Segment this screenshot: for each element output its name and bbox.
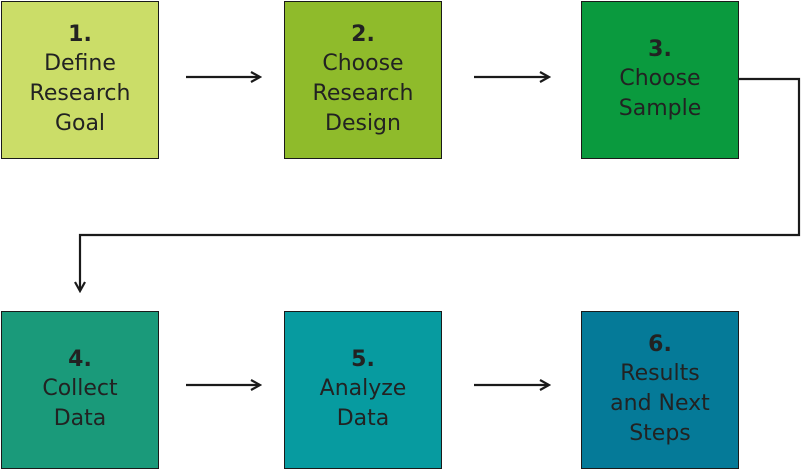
step-1-box: 1. Define Research Goal [1, 1, 159, 159]
step-number: 2. [351, 22, 375, 47]
step-4-box: 4. Collect Data [1, 311, 159, 469]
step-label: Define Research Goal [29, 51, 131, 136]
step-label: Choose Research Design [312, 51, 414, 136]
arrow-3-to-4 [80, 77, 801, 291]
step-number: 5. [351, 347, 375, 372]
step-number: 3. [648, 37, 672, 62]
step-6-box: 6. Results and Next Steps [581, 311, 739, 469]
step-number: 6. [648, 332, 672, 357]
step-3-box: 3. Choose Sample [581, 1, 739, 159]
step-number: 4. [68, 347, 92, 372]
step-label: Choose Sample [618, 66, 702, 121]
step-label: Collect Data [42, 376, 118, 431]
step-number: 1. [68, 22, 92, 47]
step-label: Results and Next Steps [610, 361, 710, 446]
step-2-box: 2. Choose Research Design [284, 1, 442, 159]
step-label: Analyze Data [319, 376, 407, 431]
step-5-box: 5. Analyze Data [284, 311, 442, 469]
